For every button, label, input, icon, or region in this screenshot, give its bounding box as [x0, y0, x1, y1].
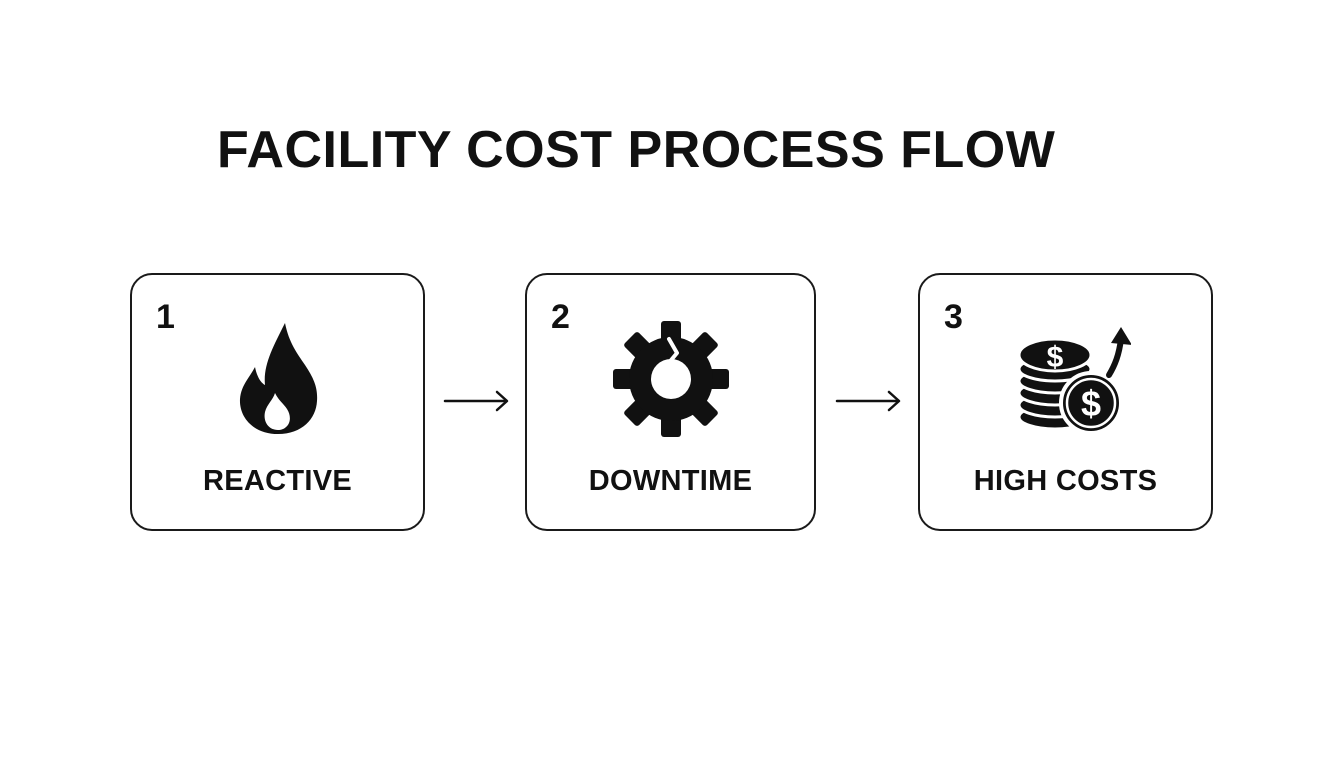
step-number: 2: [551, 298, 570, 336]
step-label: HIGH COSTS: [973, 465, 1158, 497]
arrow-right-icon: [834, 387, 904, 415]
step-box-downtime: 2 DOWNTIME: [525, 273, 816, 531]
step-box-high-costs: 3 $ $ HIGH COSTS: [918, 273, 1213, 531]
svg-text:$: $: [1046, 341, 1063, 374]
svg-text:$: $: [1080, 383, 1100, 424]
step-number: 1: [156, 298, 175, 336]
broken-gear-icon: [606, 317, 736, 437]
step-label: DOWNTIME: [588, 465, 753, 497]
step-label: REACTIVE: [202, 465, 353, 497]
flame-icon: [213, 317, 343, 437]
step-number: 3: [944, 298, 963, 336]
coins-rising-icon: $ $: [1001, 317, 1131, 437]
arrow-right-icon: [442, 387, 512, 415]
page-title: FACILITY COST PROCESS FLOW: [217, 121, 1056, 179]
step-box-reactive: 1 REACTIVE: [130, 273, 425, 531]
